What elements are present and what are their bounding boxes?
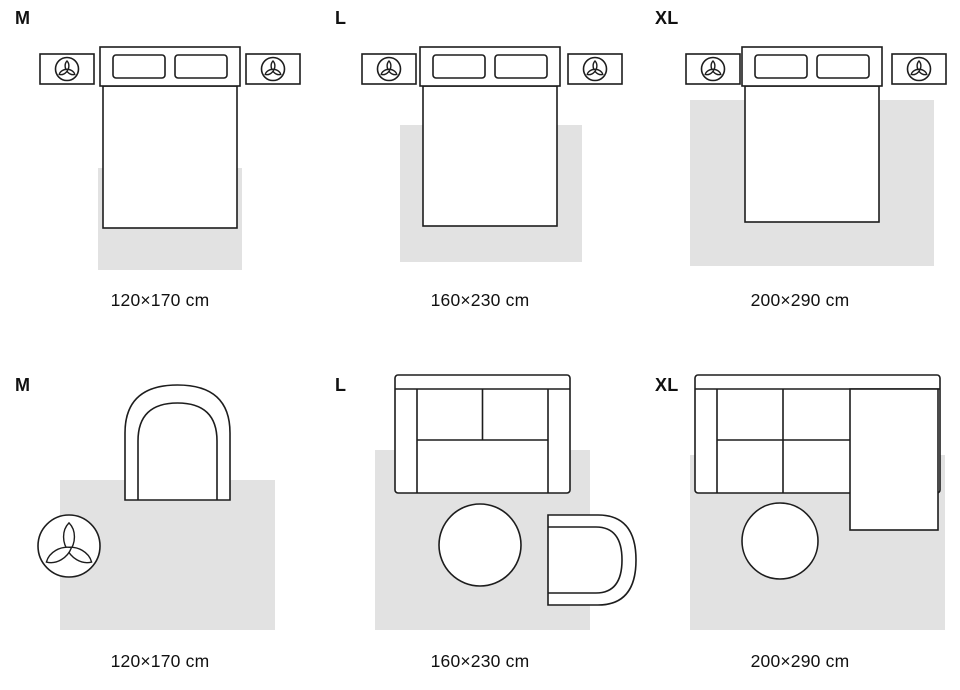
coffee-table: [741, 502, 819, 580]
size-panel-bedroom-m: M 120×170 cm: [0, 0, 320, 345]
bed-body: [422, 85, 558, 227]
armchair: [124, 384, 231, 501]
size-panel-living-xl: XL 200×290 cm: [640, 345, 960, 690]
bedroom-illustration: [685, 46, 947, 266]
nightstand-right: [891, 53, 947, 85]
pillow-left: [112, 54, 166, 79]
bed-body: [744, 85, 880, 223]
bed-body: [102, 85, 238, 229]
pillow-left: [754, 54, 808, 79]
coffee-table: [438, 503, 522, 587]
living-room-illustration: [37, 384, 275, 630]
sofa: [394, 374, 571, 494]
pillow-right: [816, 54, 870, 79]
size-panel-living-l: L 160×230 cm: [320, 345, 640, 690]
size-label: XL: [655, 8, 679, 28]
size-label: L: [335, 375, 347, 395]
size-label: M: [15, 375, 31, 395]
size-panel-living-m: M 120×170 cm: [0, 345, 320, 690]
sectional-sofa: [694, 374, 941, 531]
size-label: M: [15, 8, 31, 28]
size-panel-bedroom-l: L 160×230 cm: [320, 0, 640, 345]
bedroom-illustration: [39, 46, 301, 270]
size-panel-bedroom-xl: XL 200×290 cm: [640, 0, 960, 345]
nightstand-right: [567, 53, 623, 85]
dimension-caption: 160×230 cm: [430, 651, 530, 671]
pillow-left: [432, 54, 486, 79]
pillow-right: [174, 54, 228, 79]
dimension-caption: 200×290 cm: [750, 290, 850, 310]
pillow-right: [494, 54, 548, 79]
nightstand-left: [361, 53, 417, 85]
dimension-caption: 200×290 cm: [750, 651, 850, 671]
dimension-caption: 120×170 cm: [110, 290, 210, 310]
living-room-illustration: [375, 374, 637, 630]
dimension-caption: 120×170 cm: [110, 651, 210, 671]
chaise: [849, 388, 939, 531]
size-label: XL: [655, 375, 679, 395]
potted-plant: [37, 514, 101, 578]
living-room-illustration: [690, 374, 945, 630]
nightstand-right: [245, 53, 301, 85]
nightstand-left: [685, 53, 741, 85]
dimension-caption: 160×230 cm: [430, 290, 530, 310]
bedroom-illustration: [361, 46, 623, 262]
armchair: [547, 514, 637, 606]
size-label: L: [335, 8, 347, 28]
nightstand-left: [39, 53, 95, 85]
